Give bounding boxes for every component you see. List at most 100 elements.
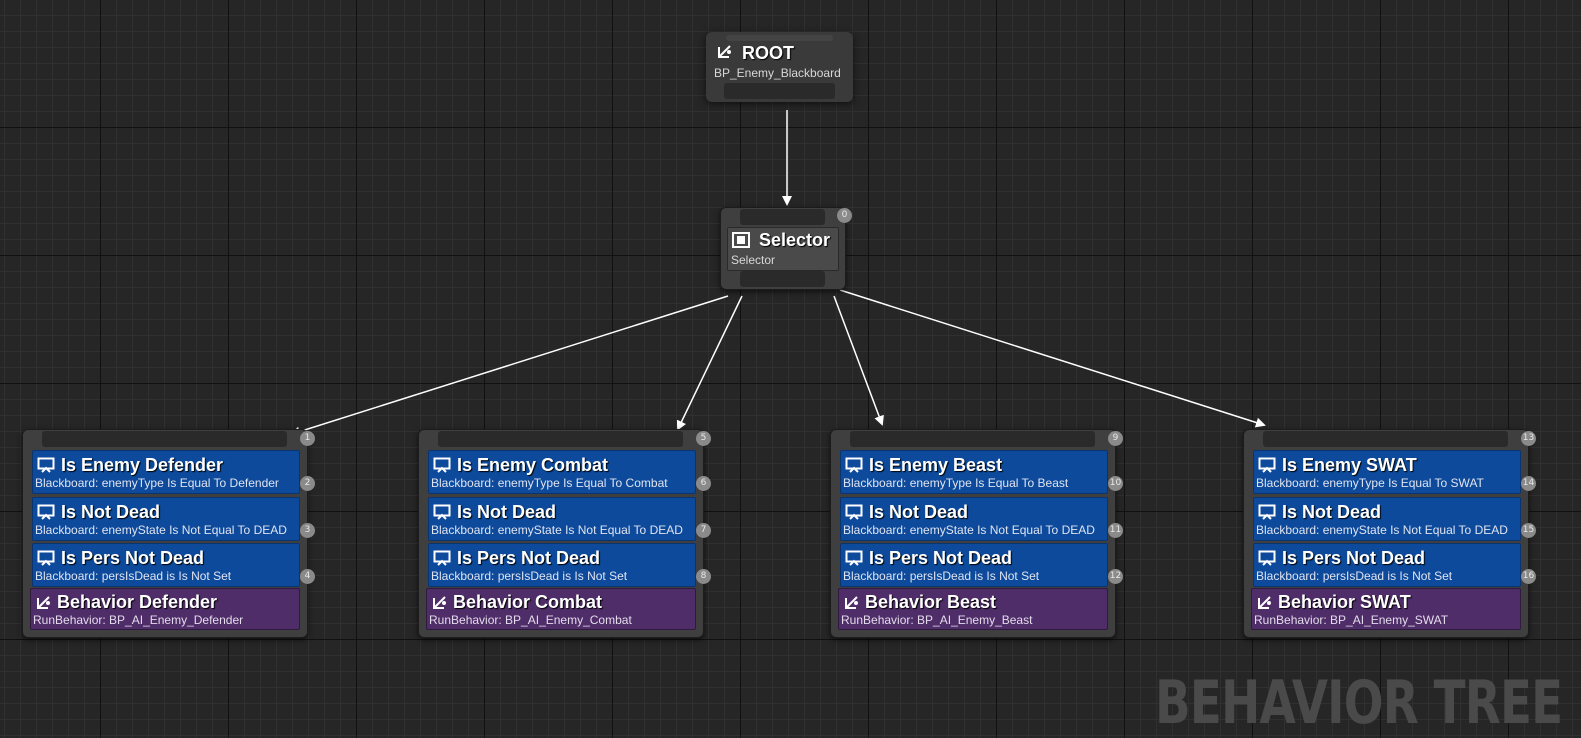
selector-body: Selector Selector	[727, 227, 839, 271]
sequence-input-pin[interactable]	[850, 431, 1095, 447]
decorator-description: Blackboard: persIsDead is Is Not Set	[843, 569, 1040, 583]
execution-index-badge: 13	[1521, 431, 1536, 446]
wire-selector-branch-4	[839, 289, 1266, 428]
sequence-input-pin[interactable]	[438, 431, 683, 447]
decorator-title: Is Pers Not Dead	[61, 548, 205, 568]
decorator-title: Is Not Dead	[457, 501, 557, 522]
task-description: RunBehavior: BP_AI_Enemy_SWAT	[1254, 613, 1449, 627]
decorator-title: Is Pers Not Dead	[869, 548, 1013, 568]
decorator-title: Is Not Dead	[1282, 501, 1382, 522]
decorator-icon	[1258, 457, 1276, 473]
root-top-bar	[726, 35, 833, 41]
decorator-title: Is Enemy SWAT	[1282, 455, 1417, 475]
execution-index-badge: 1	[300, 431, 315, 446]
selector-node[interactable]: Selector Selector 0	[720, 207, 852, 290]
run-behavior-icon	[35, 595, 53, 611]
decorator-icon	[845, 550, 863, 566]
execution-index-badge: 6	[696, 476, 711, 491]
sequence-input-pin[interactable]	[1263, 431, 1508, 447]
task-description: RunBehavior: BP_AI_Enemy_Defender	[33, 613, 244, 627]
decorator-description: Blackboard: enemyType Is Equal To Defend…	[35, 476, 279, 490]
decorator-description: Blackboard: enemyState Is Not Equal To D…	[1256, 522, 1508, 537]
branch-icon	[716, 44, 734, 60]
task-description: RunBehavior: BP_AI_Enemy_Combat	[429, 613, 632, 627]
selector-output-pin[interactable]	[740, 271, 825, 287]
task-title: Behavior Defender	[57, 592, 218, 612]
decorator-description: Blackboard: enemyType Is Equal To SWAT	[1256, 476, 1484, 490]
execution-index-badge: 2	[300, 476, 315, 491]
decorator-description: Blackboard: enemyType Is Equal To Beast	[843, 476, 1069, 490]
decorator-icon	[37, 457, 55, 473]
execution-index-badge: 8	[696, 569, 711, 584]
decorator-icon	[37, 550, 55, 566]
root-title: ROOT	[742, 43, 794, 63]
execution-index-badge: 3	[300, 522, 315, 538]
execution-index-badge: 7	[696, 522, 711, 538]
run-behavior-icon	[843, 595, 861, 611]
decorator-description: Blackboard: enemyType Is Equal To Combat	[431, 476, 668, 490]
wire-selector-branch-2	[676, 295, 743, 431]
decorator-icon	[845, 504, 863, 520]
decorator-icon	[433, 550, 451, 566]
task-title: Behavior SWAT	[1278, 592, 1411, 612]
root-blackboard: BP_Enemy_Blackboard	[714, 66, 841, 80]
decorator-icon	[37, 504, 55, 520]
decorator-title: Is Enemy Combat	[457, 455, 609, 475]
sequence-input-pin[interactable]	[42, 431, 287, 447]
decorator-description: Blackboard: persIsDead is Is Not Set	[35, 569, 232, 583]
selector-input-pin[interactable]	[740, 209, 825, 225]
run-behavior-icon	[431, 595, 449, 611]
decorator-icon	[433, 457, 451, 473]
decorator-description: Blackboard: enemyState Is Not Equal To D…	[431, 522, 683, 537]
decorator-icon	[845, 457, 863, 473]
decorator-description: Blackboard: persIsDead is Is Not Set	[1256, 569, 1453, 583]
root-output-pin[interactable]	[724, 83, 835, 99]
decorator-title: Is Not Dead	[869, 501, 969, 522]
decorator-title: Is Enemy Beast	[869, 455, 1003, 475]
execution-index-badge: 16	[1521, 569, 1536, 584]
decorator-description: Blackboard: persIsDead is Is Not Set	[431, 569, 628, 583]
execution-index-badge: 11	[1108, 522, 1123, 538]
wire-selector-branch-1	[290, 295, 729, 437]
execution-index-badge: 10	[1108, 476, 1123, 491]
decorator-icon	[1258, 504, 1276, 520]
wire-selector-branch-3	[833, 295, 884, 426]
selector-subtitle: Selector	[731, 253, 776, 267]
decorator-icon	[433, 504, 451, 520]
selector-title: Selector	[759, 230, 831, 250]
execution-index-badge: 5	[696, 431, 711, 446]
run-behavior-icon	[1256, 595, 1274, 611]
decorator-title: Is Pers Not Dead	[457, 548, 601, 568]
execution-index-badge: 14	[1521, 476, 1536, 491]
selector-icon	[732, 232, 750, 248]
decorator-title: Is Enemy Defender	[61, 455, 224, 475]
root-node[interactable]: ROOT BP_Enemy_Blackboard	[706, 32, 853, 102]
decorator-description: Blackboard: enemyState Is Not Equal To D…	[35, 522, 287, 537]
decorator-description: Blackboard: enemyState Is Not Equal To D…	[843, 522, 1095, 537]
execution-index-badge: 12	[1108, 569, 1123, 584]
decorator-title: Is Not Dead	[61, 501, 161, 522]
task-title: Behavior Combat	[453, 592, 603, 612]
execution-index-badge: 0	[837, 208, 852, 223]
